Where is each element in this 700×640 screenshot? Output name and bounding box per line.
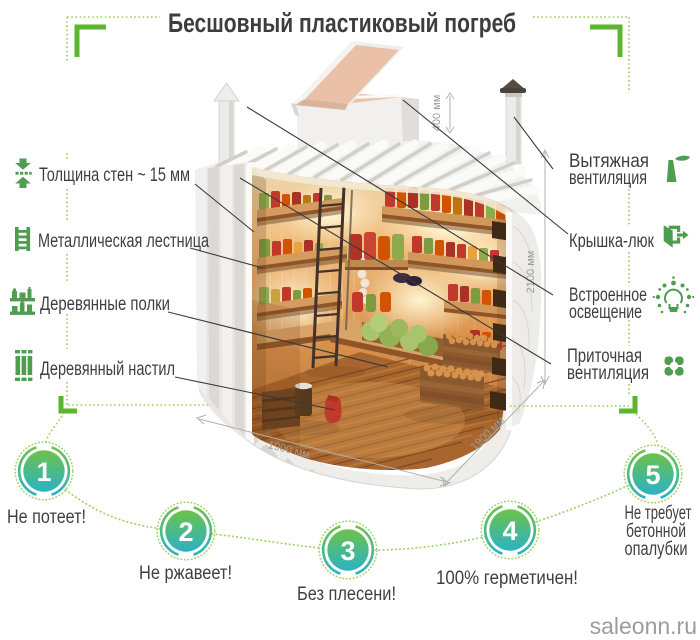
svg-text:освещение: освещение xyxy=(569,302,642,323)
svg-text:бетонной: бетонной xyxy=(626,521,686,542)
svg-text:400 мм: 400 мм xyxy=(431,95,443,132)
svg-text:saleonn.ru: saleonn.ru xyxy=(590,613,697,639)
svg-text:1: 1 xyxy=(36,457,51,487)
svg-text:Приточная: Приточная xyxy=(567,346,642,367)
svg-text:3: 3 xyxy=(340,536,355,566)
svg-text:Металлическая лестница: Металлическая лестница xyxy=(38,231,209,252)
svg-text:Не требует: Не требует xyxy=(625,503,692,524)
svg-text:5: 5 xyxy=(645,460,660,490)
svg-text:Крышка-люк: Крышка-люк xyxy=(569,231,655,252)
svg-text:Вытяжная: Вытяжная xyxy=(569,151,649,172)
svg-text:опалубки: опалубки xyxy=(625,539,688,560)
svg-text:вентиляция: вентиляция xyxy=(567,363,649,384)
svg-text:Бесшовный пластиковый погреб: Бесшовный пластиковый погреб xyxy=(168,8,516,38)
svg-text:Встроенное: Встроенное xyxy=(569,285,647,306)
svg-text:Без плесени!: Без плесени! xyxy=(297,584,396,605)
svg-text:Не потеет!: Не потеет! xyxy=(7,507,86,528)
svg-text:2100 мм: 2100 мм xyxy=(525,251,537,294)
svg-text:Деревянный настил: Деревянный настил xyxy=(40,359,175,380)
svg-text:вентиляция: вентиляция xyxy=(569,168,647,189)
svg-text:Деревянные полки: Деревянные полки xyxy=(40,294,170,315)
svg-text:Не ржавеет!: Не ржавеет! xyxy=(139,563,232,584)
svg-text:2: 2 xyxy=(178,517,193,547)
svg-text:100% герметичен!: 100% герметичен! xyxy=(436,568,578,589)
svg-text:Толщина стен ~ 15 мм: Толщина стен ~ 15 мм xyxy=(39,165,190,186)
svg-text:4: 4 xyxy=(502,516,517,546)
